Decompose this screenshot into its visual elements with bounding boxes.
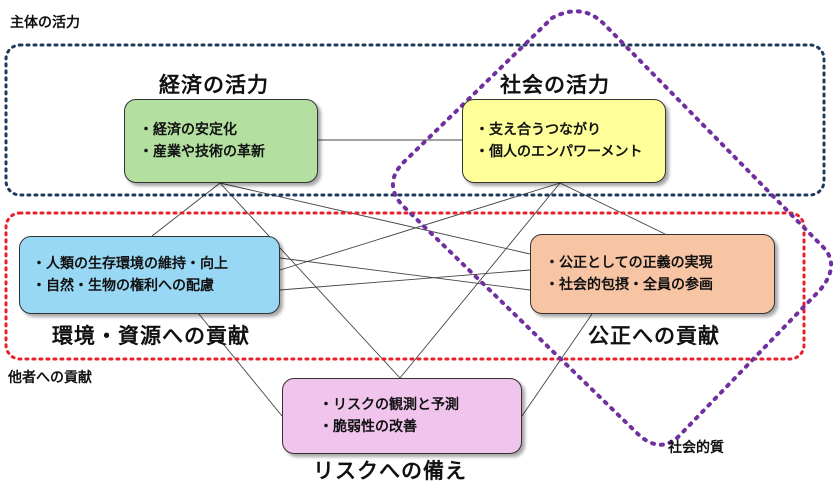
environment-item-nature-rights: ・自然・生物の権利への配慮 [32, 278, 214, 294]
social-item-mutual-support: ・支え合うつながり [475, 121, 601, 138]
subject-vitality-label: 主体の活力 [10, 15, 80, 31]
risk-item-vulnerability: ・脆弱性の改善 [319, 419, 417, 435]
equity-item-inclusion: ・社会的包摂・全員の参画 [545, 277, 713, 293]
connector-environment-equity-1 [279, 269, 531, 291]
contribution-label: 他者への貢献 [8, 370, 92, 386]
economic-vitality-heading: 経済の活力 [159, 73, 269, 97]
social-quality-label: 社会的質 [668, 440, 724, 456]
equity-heading: 公正への貢献 [588, 324, 720, 348]
economic-item-innovation: ・産業や技術の革新 [139, 144, 265, 160]
social-item-empowerment: ・個人のエンパワーメント [475, 144, 643, 160]
environment-heading: 環境・資源への貢献 [52, 324, 250, 348]
connector-environment-risk [197, 312, 283, 417]
environment-item-living-environment: ・人類の生存環境の維持・向上 [32, 255, 228, 272]
economic-vitality-box: ・経済の安定化 ・産業や技術の革新 [124, 99, 318, 183]
social-quality-frame [391, 9, 833, 447]
social-vitality-box: ・支え合うつながり ・個人のエンパワーメント [462, 99, 666, 183]
connector-economic-risk [219, 182, 401, 379]
equity-box: ・公正としての正義の実現 ・社会的包摂・全員の参画 [530, 234, 775, 314]
economic-item-stability: ・経済の安定化 [139, 121, 237, 138]
contribution-frame [4, 211, 806, 361]
connector-social-environment [279, 182, 561, 271]
risk-item-observation: ・リスクの観測と予測 [319, 396, 459, 413]
social-vitality-heading: 社会の活力 [500, 73, 610, 97]
environment-box: ・人類の生存環境の維持・向上 ・自然・生物の権利への配慮 [19, 236, 280, 314]
subject-vitality-frame [4, 43, 826, 197]
risk-heading: リスクへの備え [313, 459, 467, 483]
risk-box: ・リスクの観測と予測 ・脆弱性の改善 [282, 378, 522, 454]
connector-environment-equity-2 [279, 257, 531, 291]
equity-item-justice: ・公正としての正義の実現 [545, 254, 713, 271]
connector-economic-environment [151, 182, 221, 237]
connector-social-risk [399, 182, 561, 379]
connector-social-equity [559, 182, 666, 235]
connector-equity-risk [521, 313, 593, 417]
